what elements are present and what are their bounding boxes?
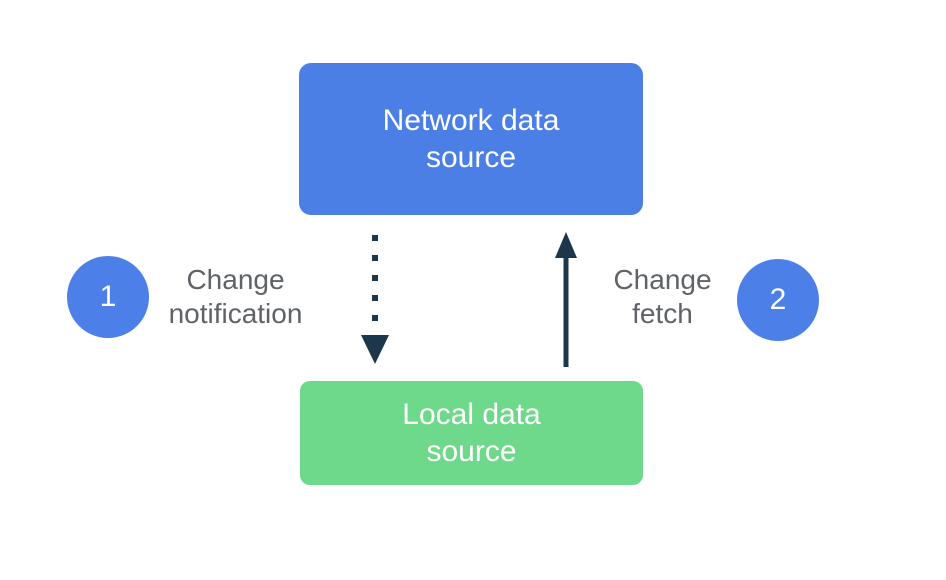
step-1-label-line2: notification: [168, 298, 303, 329]
network-box-label-line1: Network data: [382, 104, 560, 137]
step-1-label: Change notification: [148, 263, 323, 331]
local-box-label-line2: source: [426, 435, 517, 468]
step-2-number: 2: [769, 283, 787, 316]
local-data-source-box: Local data source: [300, 381, 643, 485]
change-notification-dotted-arrow-icon: [361, 235, 389, 364]
step-2-label-line1: Change: [613, 264, 712, 295]
step-1-number: 1: [99, 280, 117, 313]
step-2-label-line2: fetch: [632, 298, 693, 329]
step-1-badge: 1: [67, 256, 149, 338]
local-box-label-line1: Local data: [402, 398, 541, 431]
network-box-label-line2: source: [425, 141, 517, 174]
step-2-badge: 2: [737, 259, 819, 341]
step-2-label: Change fetch: [580, 263, 745, 331]
network-data-source-box: Network data source: [299, 63, 643, 215]
change-fetch-solid-arrow-icon: [555, 232, 577, 367]
step-1-label-line1: Change: [186, 264, 285, 295]
